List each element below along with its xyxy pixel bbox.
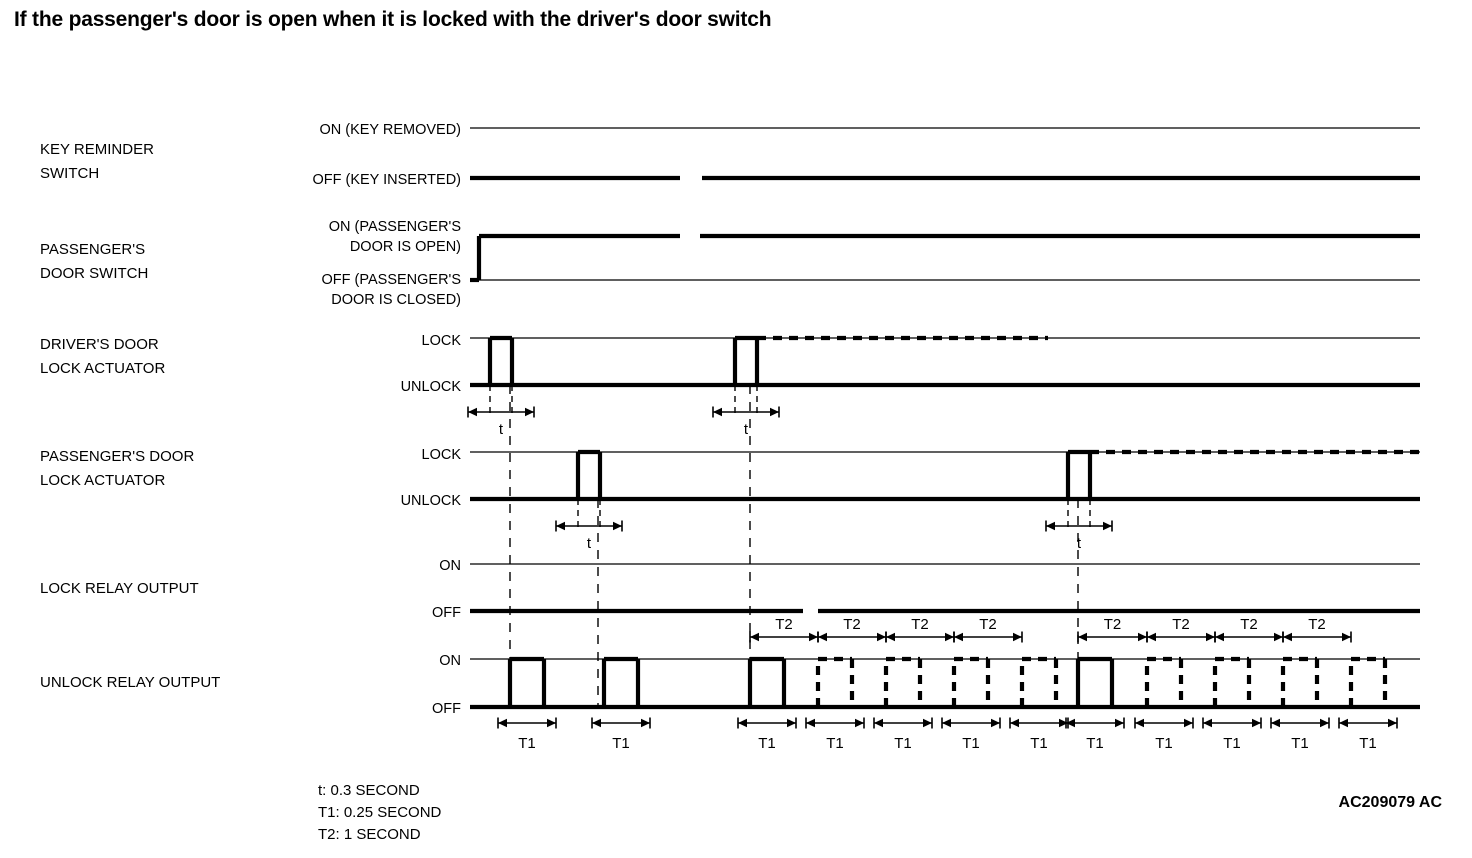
row-label-passengers-door-switch-2: DOOR SWITCH [40, 265, 148, 282]
t1-span-9 [1202, 717, 1262, 729]
t2-span-1 [817, 631, 887, 643]
t1-span-8 [1134, 717, 1194, 729]
t-label-driver-0: t [499, 421, 504, 438]
t1-span-11 [1338, 717, 1398, 729]
state-label-lock-passenger: LOCK [422, 447, 462, 463]
t-label-passenger-0: t [587, 535, 592, 552]
state-label-unlock-passenger: UNLOCK [401, 493, 462, 509]
state-label-off-passengers-door-closed-a: OFF (PASSENGER'S [322, 272, 461, 288]
state-label-on-passengers-door-open-a: ON (PASSENGER'S [329, 219, 461, 235]
legend-t1: T1: 0.25 SECOND [318, 804, 442, 821]
t1-label-4: T1 [894, 735, 912, 752]
t1-span-3 [805, 717, 865, 729]
t-label-driver-1: t [744, 421, 749, 438]
t2-span-4 [1077, 631, 1148, 643]
page-title: If the passenger's door is open when it … [14, 8, 772, 31]
state-label-on-passengers-door-open-b: DOOR IS OPEN) [350, 239, 461, 255]
t2-label-6: T2 [1240, 616, 1258, 633]
t1-label-0: T1 [518, 735, 536, 752]
t2-span-3 [953, 631, 1023, 643]
t-span-driver-0 [467, 406, 535, 418]
t2-label-1: T2 [843, 616, 861, 633]
t-span-passenger-0 [555, 520, 623, 532]
legend-t2: T2: 1 SECOND [318, 826, 421, 843]
t1-label-9: T1 [1223, 735, 1241, 752]
t1-span-6 [1009, 717, 1069, 729]
t1-label-6: T1 [1030, 735, 1048, 752]
state-label-off-unlock-relay: OFF [432, 701, 461, 717]
row-label-drivers-door-lock-actuator-2: LOCK ACTUATOR [40, 360, 165, 377]
t1-label-11: T1 [1359, 735, 1377, 752]
row-label-passengers-door-lock-actuator: PASSENGER'S DOOR [40, 448, 194, 465]
row-label-key-reminder-switch: KEY REMINDER [40, 141, 154, 158]
t2-span-7 [1282, 631, 1352, 643]
state-label-on-key-removed: ON (KEY REMOVED) [319, 122, 461, 138]
row-label-key-reminder-switch-2: SWITCH [40, 165, 99, 182]
t2-label-7: T2 [1308, 616, 1326, 633]
t-span-passenger-1 [1045, 520, 1113, 532]
state-label-lock-driver: LOCK [422, 333, 462, 349]
t1-label-1: T1 [612, 735, 630, 752]
t2-span-6 [1214, 631, 1284, 643]
state-label-off-passengers-door-closed-b: DOOR IS CLOSED) [331, 292, 461, 308]
row-label-lock-relay-output: LOCK RELAY OUTPUT [40, 580, 199, 597]
t1-label-7: T1 [1086, 735, 1104, 752]
t1-label-3: T1 [826, 735, 844, 752]
t2-span-5 [1146, 631, 1216, 643]
t2-span-2 [885, 631, 955, 643]
t2-label-0: T2 [775, 616, 793, 633]
t2-label-3: T2 [979, 616, 997, 633]
t-span-driver-1 [712, 406, 780, 418]
t2-span-0 [749, 631, 819, 643]
t1-label-10: T1 [1291, 735, 1309, 752]
row-label-passengers-door-switch: PASSENGER'S [40, 241, 145, 258]
row-label-passengers-door-lock-actuator-2: LOCK ACTUATOR [40, 472, 165, 489]
t1-label-5: T1 [962, 735, 980, 752]
figure-code: AC209079 AC [1339, 794, 1443, 811]
t1-label-2: T1 [758, 735, 776, 752]
state-label-on-unlock-relay: ON [439, 653, 461, 669]
t1-label-8: T1 [1155, 735, 1173, 752]
t-label-passenger-1: t [1077, 535, 1082, 552]
t1-span-7 [1065, 717, 1125, 729]
t1-span-0 [497, 717, 557, 729]
state-label-unlock-driver: UNLOCK [401, 379, 462, 395]
t2-label-4: T2 [1104, 616, 1122, 633]
t1-span-4 [873, 717, 933, 729]
t1-span-10 [1270, 717, 1330, 729]
t2-label-2: T2 [911, 616, 929, 633]
t1-span-2 [737, 717, 797, 729]
state-label-on-lock-relay: ON [439, 558, 461, 574]
t2-label-5: T2 [1172, 616, 1190, 633]
t1-span-5 [941, 717, 1001, 729]
t1-span-1 [591, 717, 651, 729]
state-label-off-key-inserted: OFF (KEY INSERTED) [312, 172, 461, 188]
state-label-off-lock-relay: OFF [432, 605, 461, 621]
legend-t: t: 0.3 SECOND [318, 782, 420, 799]
row-label-drivers-door-lock-actuator: DRIVER'S DOOR [40, 336, 159, 353]
row-label-unlock-relay-output: UNLOCK RELAY OUTPUT [40, 674, 220, 691]
